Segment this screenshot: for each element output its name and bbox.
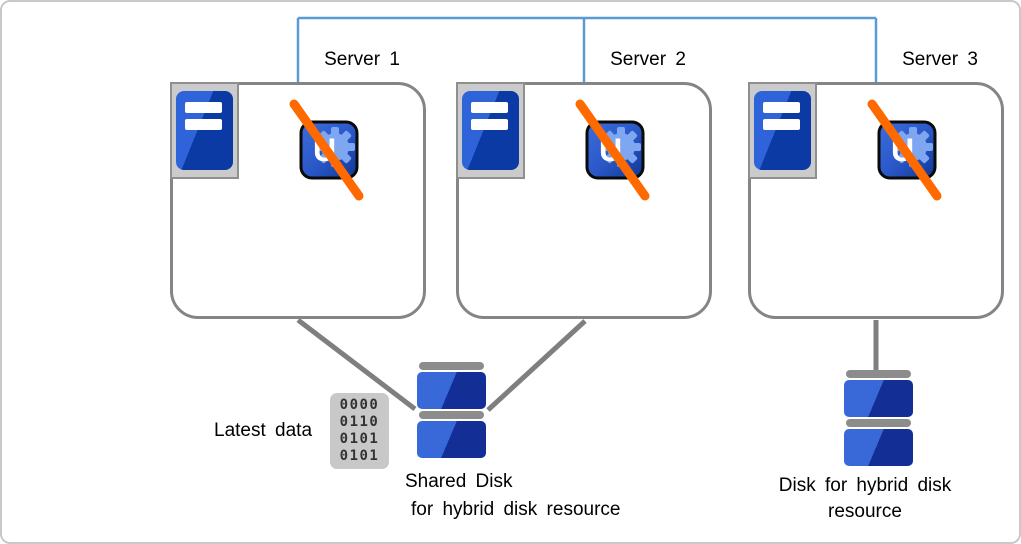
hybrid-disk-caption-line1: Disk for hybrid disk bbox=[778, 475, 952, 496]
binary-row: 0110 bbox=[339, 414, 380, 430]
server-tower-icon bbox=[462, 91, 519, 170]
disk-platter bbox=[417, 372, 486, 409]
binary-row: 0101 bbox=[339, 431, 380, 447]
server-box: U bbox=[170, 82, 426, 319]
server-tower-icon bbox=[176, 91, 233, 170]
disk-platter bbox=[417, 421, 486, 458]
shared-disk-caption: Shared Disk for hybrid disk resource bbox=[405, 468, 620, 524]
server-label: Server 3 bbox=[902, 49, 978, 70]
server-group: Server 1 bbox=[170, 48, 426, 328]
disk-platter bbox=[844, 429, 913, 466]
disabled-slash-icon bbox=[867, 99, 942, 201]
server-icon bbox=[748, 82, 817, 179]
stopped-application-icon: U bbox=[289, 99, 367, 201]
stopped-application-icon: U bbox=[867, 99, 945, 201]
server-group: Server 3 bbox=[748, 48, 1004, 328]
server-box: U bbox=[456, 82, 712, 319]
shared-disk-caption-line2: for hybrid disk resource bbox=[411, 499, 621, 520]
binary-row: 0000 bbox=[339, 397, 380, 413]
server-drive-bay bbox=[471, 119, 508, 130]
latest-data-icon: 0000 0110 0101 0101 bbox=[330, 393, 389, 469]
connector-server1-shared-disk bbox=[296, 318, 417, 411]
disk-cap bbox=[846, 419, 911, 427]
hybrid-disk-caption: Disk for hybrid disk resource bbox=[755, 473, 975, 525]
server-drive-bay bbox=[185, 102, 222, 113]
server-tower-icon bbox=[754, 91, 811, 170]
server-drive-bay bbox=[763, 102, 800, 113]
server-icon bbox=[456, 82, 525, 179]
hybrid-disk-caption-line2: resource bbox=[828, 501, 902, 522]
binary-row: 0101 bbox=[339, 448, 380, 464]
server-drive-bay bbox=[763, 119, 800, 130]
server-label: Server 2 bbox=[610, 49, 686, 70]
hybrid-disk-icon bbox=[844, 370, 913, 468]
server-drive-bay bbox=[185, 119, 222, 130]
server-box: U bbox=[748, 82, 1004, 319]
disabled-slash-icon bbox=[575, 99, 650, 201]
stopped-application-icon: U bbox=[575, 99, 653, 201]
shared-disk-icon bbox=[417, 362, 486, 460]
disabled-slash-icon bbox=[289, 99, 364, 201]
shared-disk-caption-line1: Shared Disk bbox=[405, 471, 513, 492]
latest-data-label: Latest data bbox=[214, 420, 313, 441]
disk-cap bbox=[846, 370, 911, 378]
disk-platter bbox=[844, 380, 913, 417]
server-icon bbox=[170, 82, 239, 179]
connector-server2-shared-disk bbox=[486, 319, 587, 412]
server-group: Server 2 bbox=[456, 48, 712, 328]
disk-cap bbox=[419, 411, 484, 419]
server-label: Server 1 bbox=[324, 49, 400, 70]
server-drive-bay bbox=[471, 102, 508, 113]
disk-cap bbox=[419, 362, 484, 370]
